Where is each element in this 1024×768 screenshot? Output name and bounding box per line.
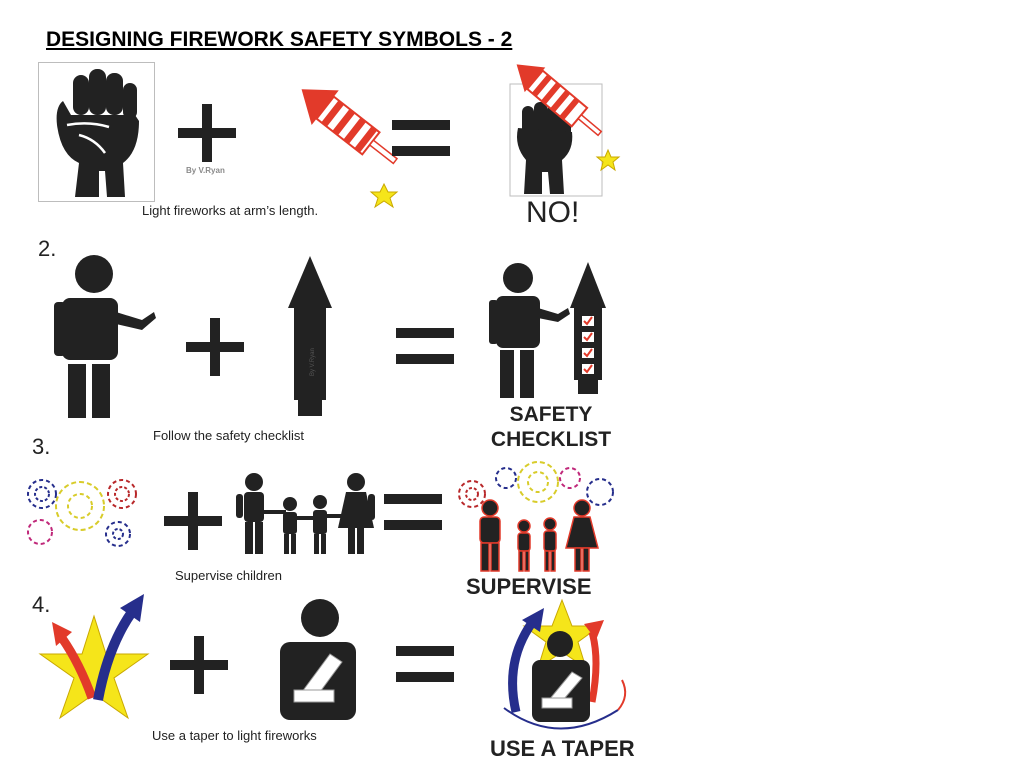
svg-text:By V.Ryan: By V.Ryan: [310, 348, 316, 376]
result-label-3: SUPERVISE: [466, 574, 592, 599]
rocket-icon: [301, 89, 399, 209]
equals-icon: [396, 646, 454, 682]
row-number-2: 2.: [38, 236, 57, 261]
result-label-2: SAFETY CHECKLIST: [484, 402, 618, 452]
person-with-checklist-rocket-icon: [489, 262, 606, 398]
row-caption-3: Supervise children: [175, 568, 282, 583]
result-label-1: NO!: [526, 196, 580, 229]
result-label-2-line1: SAFETY: [509, 403, 593, 426]
row-caption-1: Light fireworks at arm’s length.: [142, 203, 319, 218]
supervised-family-icon: [458, 461, 614, 572]
taper-symbol-icon: [503, 598, 627, 730]
watermark: By V.Ryan: [186, 166, 225, 175]
rocket-silhouette-icon: By V.Ryan: [288, 256, 332, 416]
person-pointing-icon: [54, 255, 156, 418]
equals-icon: [384, 494, 442, 530]
fist-holding-rocket-icon: [509, 64, 621, 197]
equals-icon: [392, 120, 450, 156]
plus-icon: [186, 318, 244, 376]
injured-arm-sling-icon: [280, 599, 356, 720]
plus-icon: [170, 636, 228, 694]
family-icon: [236, 473, 375, 554]
plus-icon: [178, 104, 236, 162]
row-number-3: 3.: [32, 434, 51, 459]
page-title: DESIGNING FIREWORK SAFETY SYMBOLS - 2: [46, 28, 513, 51]
plus-icon: [164, 492, 222, 550]
fist-icon: [38, 62, 155, 202]
row-number-4: 4.: [32, 592, 51, 617]
result-label-2-line2: CHECKLIST: [490, 428, 612, 451]
result-label-4: USE A TAPER: [490, 736, 635, 761]
starburst-arrows-icon: [38, 594, 150, 720]
row-caption-2: Follow the safety checklist: [153, 428, 305, 443]
firework-bursts-icon: [27, 479, 137, 547]
row-caption-4: Use a taper to light fireworks: [152, 728, 317, 743]
equals-icon: [396, 328, 454, 364]
